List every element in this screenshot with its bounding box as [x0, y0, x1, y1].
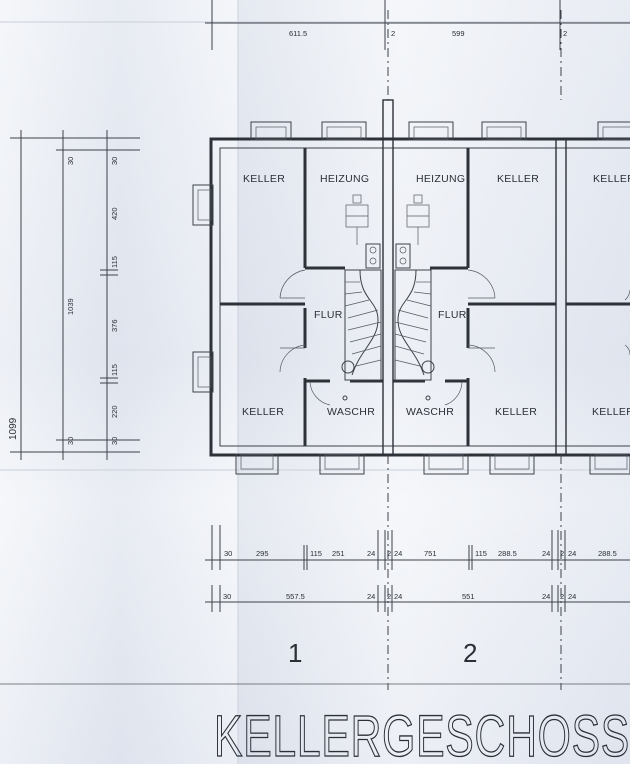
room-label-keller-2a: KELLER	[497, 173, 539, 185]
dim-left-col1-top: 30	[66, 157, 75, 165]
dim-left-col2-1: 420	[110, 207, 119, 220]
dim-row1-12: 24	[568, 549, 576, 558]
room-label-keller-3a: KELLER	[593, 173, 630, 185]
dim-top-gap2: 2	[563, 29, 567, 38]
room-label-keller-2b: KELLER	[495, 406, 537, 418]
dim-top-b: 599	[452, 29, 465, 38]
dim-row1-11: 2	[560, 549, 564, 558]
dim-row2-8: 24	[568, 592, 576, 601]
door-swings	[279, 269, 630, 406]
dim-left-col2-6: 30	[110, 437, 119, 445]
dim-left-col2-4: 115	[110, 364, 119, 376]
room-label-waschr-1: WASCHR	[327, 406, 375, 418]
bottom-dimension-row-2: 30 557.5 24 2 24 551 24 2 24	[205, 585, 630, 612]
dim-row1-10: 24	[542, 549, 550, 558]
drawing-title: KELLERGESCHOSS	[214, 704, 630, 764]
top-dimension-line: 611.5 2 599 2	[205, 0, 630, 100]
dim-left-col2-5: 220	[110, 405, 119, 418]
dim-top-a: 611.5	[289, 29, 307, 38]
dim-row2-7: 2	[560, 592, 564, 601]
dim-row1-4: 24	[367, 549, 375, 558]
light-wells	[192, 121, 630, 475]
room-label-keller-3b: KELLER	[592, 406, 630, 418]
dim-row1-8: 115	[475, 549, 487, 558]
dim-row1-3: 251	[332, 549, 345, 558]
dim-row2-3: 2	[387, 592, 391, 601]
room-label-flur-1: FLUR	[314, 309, 343, 321]
party-wall-2-3	[555, 138, 567, 456]
room-label-heizung-2: HEIZUNG	[416, 173, 465, 185]
dim-top-gap1: 2	[391, 29, 395, 38]
dim-row1-13: 288.5	[598, 549, 617, 558]
dim-left-col2-0: 30	[110, 157, 119, 165]
room-label-heizung-1: HEIZUNG	[320, 173, 369, 185]
dim-row2-2: 24	[367, 592, 375, 601]
dim-row1-5: 2	[387, 549, 391, 558]
stair-unit-2	[394, 243, 435, 381]
stair-unit-1	[341, 243, 382, 381]
unit-number-2: 2	[463, 638, 477, 668]
dim-row1-0: 30	[224, 549, 232, 558]
dim-row1-7: 751	[424, 549, 437, 558]
dim-left-inner: 1039	[66, 298, 75, 315]
floor-drain-unit-2	[425, 395, 431, 401]
room-labels: KELLER HEIZUNG HEIZUNG KELLER KELLER FLU…	[242, 173, 630, 418]
dim-row2-6: 24	[542, 592, 550, 601]
dim-row2-5: 551	[462, 592, 475, 601]
heating-boiler-unit-2	[406, 194, 430, 245]
party-wall-1-2	[382, 99, 394, 456]
room-label-waschr-2: WASCHR	[406, 406, 454, 418]
heating-boiler-unit-1	[345, 194, 369, 245]
room-label-keller-1a: KELLER	[243, 173, 285, 185]
dim-row2-4: 24	[394, 592, 402, 601]
dim-row1-1: 295	[256, 549, 269, 558]
dim-row1-6: 24	[394, 549, 402, 558]
dim-left-col2-3: 376	[110, 319, 119, 332]
bottom-dimension-row-1: 30 295 115 251 24 2 24 751 115 288.5 24 …	[205, 525, 630, 570]
dim-left-col2-2: 115	[110, 256, 119, 268]
dim-row1-2: 115	[310, 549, 322, 558]
unit-number-1: 1	[288, 638, 302, 668]
dim-row2-1: 557.5	[286, 592, 305, 601]
left-dimension-chain: 1099 1039 30 30 30 420 115 376 115 220 3…	[8, 130, 140, 460]
floor-drain-unit-1	[342, 395, 348, 401]
room-label-keller-1b: KELLER	[242, 406, 284, 418]
room-label-flur-2: FLUR	[438, 309, 467, 321]
dim-left-outer: 1099	[8, 417, 19, 440]
building-walls	[209, 99, 630, 457]
dim-left-col1-bottom: 30	[66, 437, 75, 445]
dim-row1-9: 288.5	[498, 549, 517, 558]
dim-row2-0: 30	[223, 592, 231, 601]
